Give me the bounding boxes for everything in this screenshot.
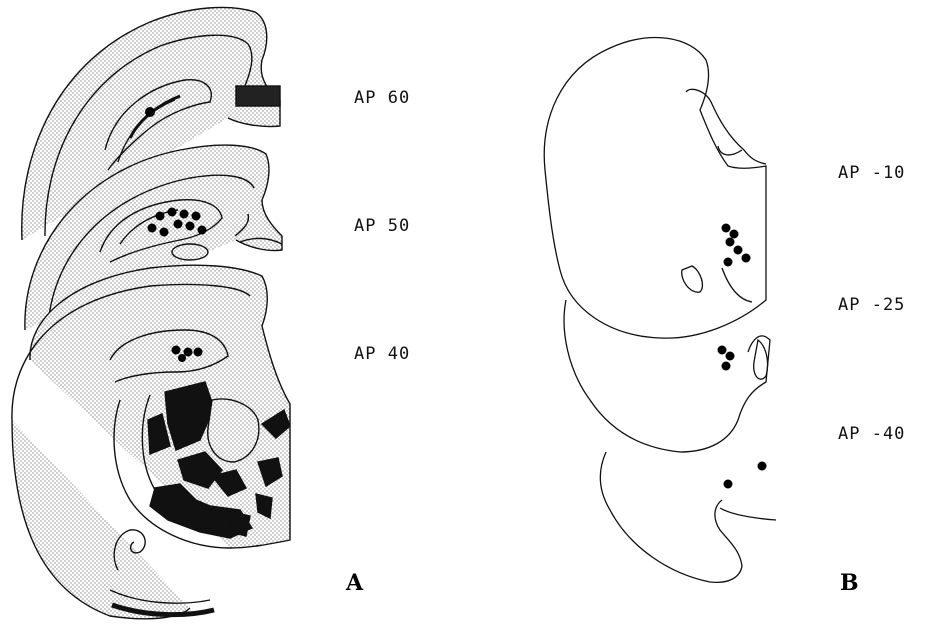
section-ap-minus-40 — [600, 452, 776, 582]
panel-letter-b: B — [840, 570, 859, 596]
level-label-ap-minus-25: AP -25 — [838, 295, 905, 315]
level-label-ap-minus-10: AP -10 — [838, 163, 905, 183]
section-ap-minus-25 — [564, 300, 770, 452]
panel-b-sections — [544, 38, 776, 583]
ventricle-b-low — [754, 340, 768, 379]
notch-b — [722, 268, 752, 302]
panel-a-sections — [12, 7, 290, 618]
level-label-ap-minus-40: AP -40 — [838, 424, 905, 444]
recording-sites-b — [718, 224, 767, 489]
section-ap40 — [12, 265, 290, 619]
panel-letter-a: A — [346, 570, 363, 596]
ventricle-b-mid — [682, 266, 703, 292]
level-label-ap40: AP 40 — [354, 344, 410, 364]
level-label-ap50: AP 50 — [354, 216, 410, 236]
level-label-ap60: AP 60 — [354, 88, 410, 108]
ventricle-b-top — [686, 89, 766, 164]
section-ap-minus-10 — [544, 38, 766, 339]
